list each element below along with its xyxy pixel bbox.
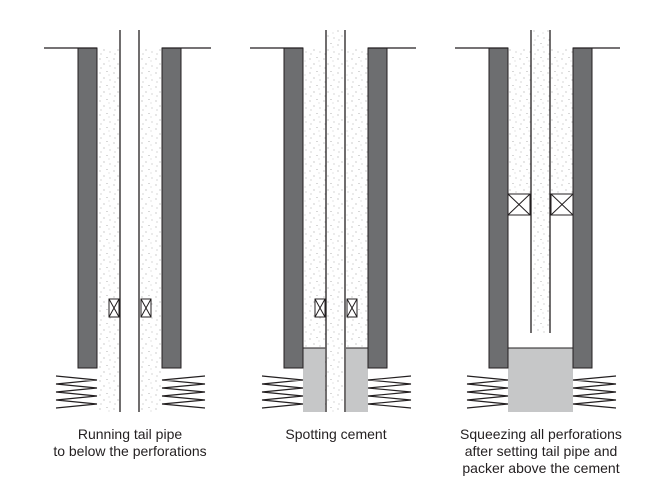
panel-3-caption-line-3: packer above the cement: [462, 460, 620, 476]
panel-3-cement-plug: [508, 348, 573, 412]
panel-2-casing-left: [283, 47, 304, 369]
panel-1-tubing-bore: [120, 30, 139, 412]
panel-2-cement-left: [303, 348, 325, 412]
well-diagram: [44, 30, 620, 412]
panel-1-packer-left: [108, 298, 120, 318]
panel-2-packer-left: [314, 298, 326, 318]
panel-2-wellbore: [250, 30, 416, 412]
panel-2-perforations-left: [261, 375, 304, 409]
panel-3-caption-line-1: Squeezing all perforations: [460, 426, 622, 442]
panel-1-packer-right: [140, 298, 152, 318]
panel-3-tubing-bore: [531, 30, 550, 333]
panel-3-packer-right: [550, 193, 574, 216]
panel-2-caption: Spotting cement: [226, 426, 446, 443]
panel-2-casing-right: [367, 47, 388, 369]
panel-3-caption: Squeezing all perforations after setting…: [431, 426, 651, 477]
panel-1-casing-left: [77, 47, 98, 369]
panel-3-packer-left: [507, 193, 531, 216]
panel-1-perforations-right: [161, 375, 206, 409]
panel-2-cement-right: [346, 348, 368, 412]
panel-2-caption-line-1: Spotting cement: [285, 426, 387, 442]
panel-3-casing-right: [572, 47, 593, 369]
panel-1-casing-right: [161, 47, 182, 369]
panel-2-perforations-right: [367, 375, 412, 409]
panel-3-perforations-left: [466, 375, 509, 409]
panel-3-perforations-right: [572, 375, 617, 409]
panel-2-packer-right: [346, 298, 358, 318]
panel-1-perforations-left: [55, 375, 98, 409]
panel-3-casing-left: [488, 47, 509, 369]
panel-1-caption-line-2: to below the perforations: [53, 443, 207, 459]
panel-1-wellbore: [44, 30, 211, 412]
panel-2-tubing-bore: [326, 30, 345, 412]
panel-3-wellbore: [455, 30, 620, 412]
panel-3-caption-line-2: after setting tail pipe and: [464, 443, 618, 459]
panel-1-caption-line-1: Running tail pipe: [77, 426, 183, 442]
panel-1-caption: Running tail pipe to below the perforati…: [20, 426, 240, 460]
